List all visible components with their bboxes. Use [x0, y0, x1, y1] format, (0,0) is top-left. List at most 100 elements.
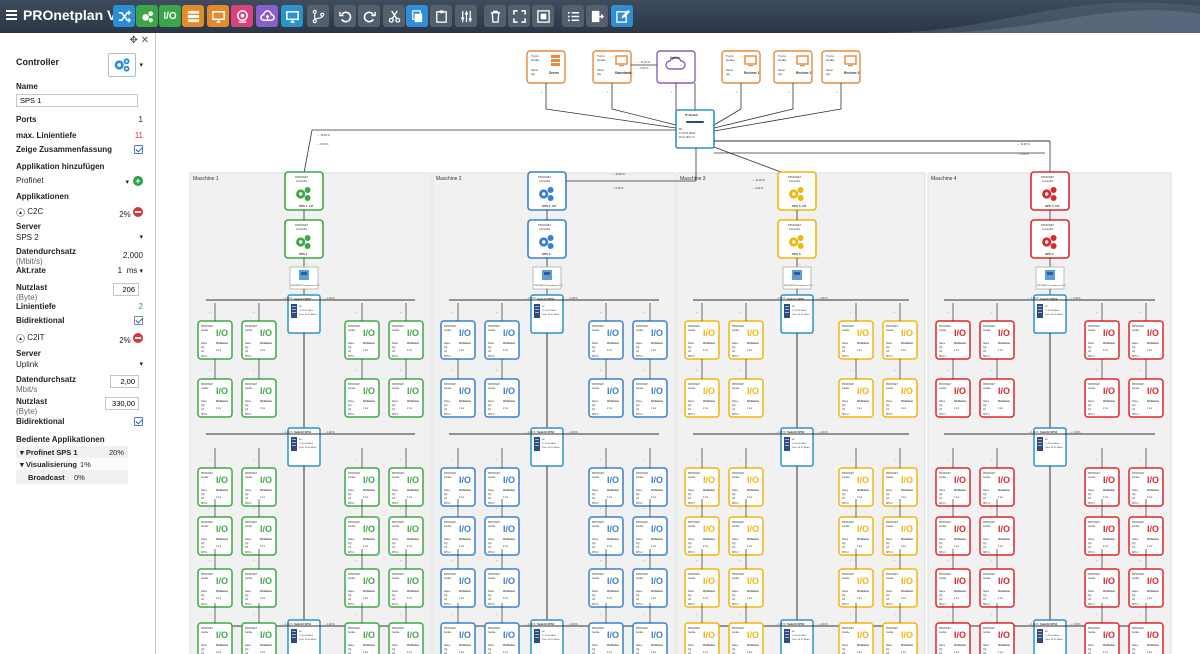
- collapse-icon[interactable]: ▲: [16, 334, 25, 343]
- app2-payload-input[interactable]: [105, 397, 139, 410]
- gears-button[interactable]: [136, 5, 158, 27]
- expand-button[interactable]: [508, 5, 530, 27]
- controller-type-selector[interactable]: ▾: [108, 53, 143, 77]
- chevron-down-icon[interactable]: ▾: [139, 234, 143, 241]
- webcam-button[interactable]: [231, 5, 253, 27]
- paste-button[interactable]: [430, 5, 452, 27]
- app1-payload-input[interactable]: [113, 283, 139, 296]
- monitor-button[interactable]: [207, 5, 229, 27]
- add-app-button[interactable]: +: [133, 176, 143, 186]
- app1-akt-unit[interactable]: ms: [126, 266, 138, 275]
- app2-rate-input[interactable]: [110, 375, 139, 388]
- app1-akt-value[interactable]: 1: [117, 266, 123, 275]
- list-button[interactable]: [562, 5, 584, 27]
- app1-rate-value[interactable]: 2,000: [122, 251, 143, 260]
- scissors-button[interactable]: [383, 5, 405, 27]
- branch-button[interactable]: [307, 5, 329, 27]
- proxy-device[interactable]: PROFINET-Proxy/device PvT: [782, 266, 813, 290]
- server-button[interactable]: [182, 5, 204, 27]
- sliders-button[interactable]: [455, 5, 477, 27]
- proxy-device[interactable]: PROFINET-Proxy/device PvT: [532, 266, 563, 290]
- undo-button[interactable]: [334, 5, 356, 27]
- copy-button[interactable]: [406, 5, 428, 27]
- app1-server-select[interactable]: SPS 2: [16, 233, 39, 242]
- top-device[interactable]: Uplink: [656, 50, 696, 84]
- display-button[interactable]: [281, 5, 303, 27]
- proxy-device[interactable]: PROFINET-Proxy/device PvT: [289, 266, 320, 290]
- app2-server-select[interactable]: Uplink: [16, 360, 39, 369]
- app2-bidi-checkbox[interactable]: [134, 417, 143, 426]
- summary-checkbox[interactable]: [134, 145, 143, 154]
- name-input[interactable]: [16, 94, 138, 107]
- remove-app1-button[interactable]: [133, 207, 143, 217]
- trash-button[interactable]: [484, 5, 506, 27]
- edit-button[interactable]: [611, 5, 633, 27]
